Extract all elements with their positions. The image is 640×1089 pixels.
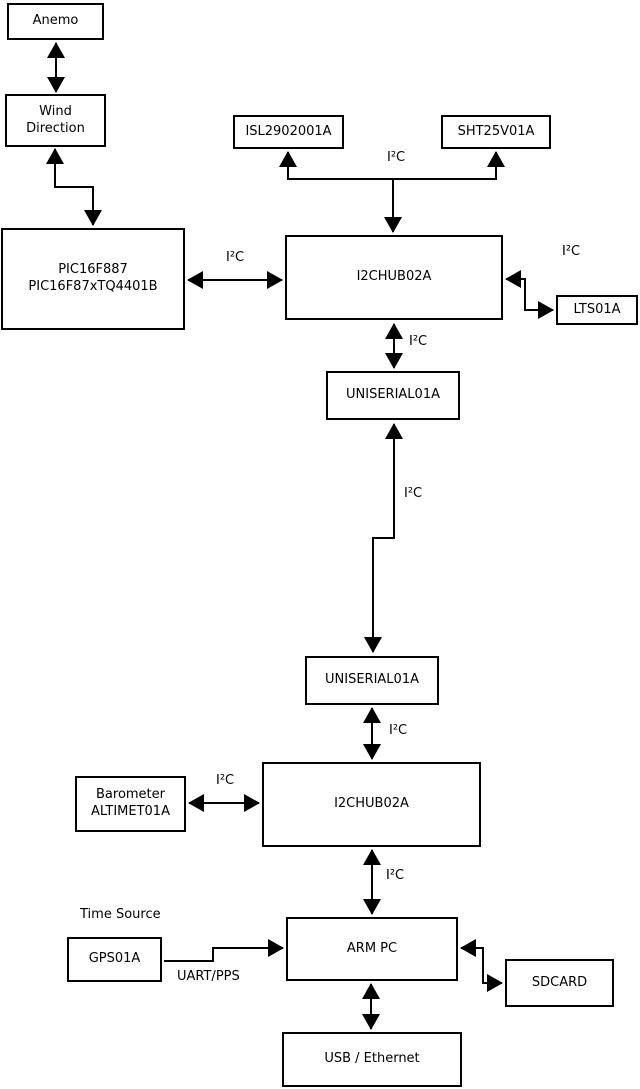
node-usb-ethernet: USB / Ethernet (282, 1032, 462, 1087)
node-lts-label: LTS01A (573, 301, 621, 317)
node-gps-label: GPS01A (88, 951, 141, 967)
node-isl: ISL2902001A (233, 115, 344, 149)
node-pic-label-line1: PIC16F887 (58, 262, 128, 278)
node-barometer: Barometer ALTIMET01A (75, 776, 186, 832)
edge-armpc-sdcard (460, 939, 503, 992)
edge-label-time-source: Time Source (80, 907, 161, 922)
node-wind-direction-label-line1: Wind (39, 103, 72, 119)
edge-hub1-lts (505, 270, 554, 319)
node-wind-direction: Wind Direction (5, 94, 106, 147)
edge-label-i2c-barometer-hub2: I²C (216, 773, 235, 788)
node-i2c-hub-2-label: I2CHUB02A (334, 796, 409, 812)
node-lts: LTS01A (556, 295, 638, 325)
node-pic: PIC16F887 PIC16F87xTQ4401B (1, 228, 185, 330)
node-uniserial-2: UNISERIAL01A (305, 656, 439, 705)
node-pic-label-line2: PIC16F87xTQ4401B (28, 279, 158, 294)
edge-label-i2c-branch: I²C (387, 150, 406, 165)
node-anemo: Anemo (7, 3, 104, 40)
edge-uniserial1-uniserial2 (364, 423, 403, 653)
node-sht: SHT25V01A (441, 115, 551, 149)
node-barometer-label-line2: ALTIMET01A (91, 804, 170, 819)
node-usb-ethernet-label: USB / Ethernet (324, 1051, 420, 1067)
edge-label-i2c-pic-hub1: I²C (226, 250, 245, 265)
node-sdcard: SDCARD (505, 959, 614, 1007)
node-arm-pc: ARM PC (286, 917, 458, 981)
node-wind-direction-label-line2: Direction (26, 120, 85, 136)
edge-label-i2c-hub2-armpc: I²C (386, 868, 405, 883)
edge-label-uart-pps: UART/PPS (177, 969, 240, 984)
edge-label-i2c-uniserial1-uniserial2: I²C (404, 486, 423, 501)
node-barometer-label-line1: Barometer (96, 787, 165, 803)
node-sht-label: SHT25V01A (457, 123, 535, 139)
node-anemo-label: Anemo (32, 13, 79, 29)
node-gps: GPS01A (67, 937, 162, 982)
node-isl-label: ISL2902001A (245, 123, 332, 139)
edge-label-i2c-hub1-uniserial1: I²C (409, 334, 428, 349)
edge-wind-pic (46, 148, 102, 226)
node-i2c-hub-1: I2CHUB02A (285, 235, 503, 320)
edge-label-i2c-uniserial2-hub2: I²C (389, 723, 408, 738)
node-uniserial-2-label: UNISERIAL01A (325, 672, 419, 688)
node-i2c-hub-2: I2CHUB02A (262, 762, 481, 847)
edge-label-i2c-hub1-lts: I²C (562, 244, 581, 259)
node-uniserial-1-label: UNISERIAL01A (346, 387, 440, 403)
node-i2c-hub-1-label: I2CHUB02A (356, 269, 432, 285)
node-arm-pc-label: ARM PC (346, 940, 398, 956)
edge-gps-armpc (164, 939, 284, 962)
node-uniserial-1: UNISERIAL01A (326, 371, 460, 420)
node-sdcard-label: SDCARD (531, 974, 588, 990)
